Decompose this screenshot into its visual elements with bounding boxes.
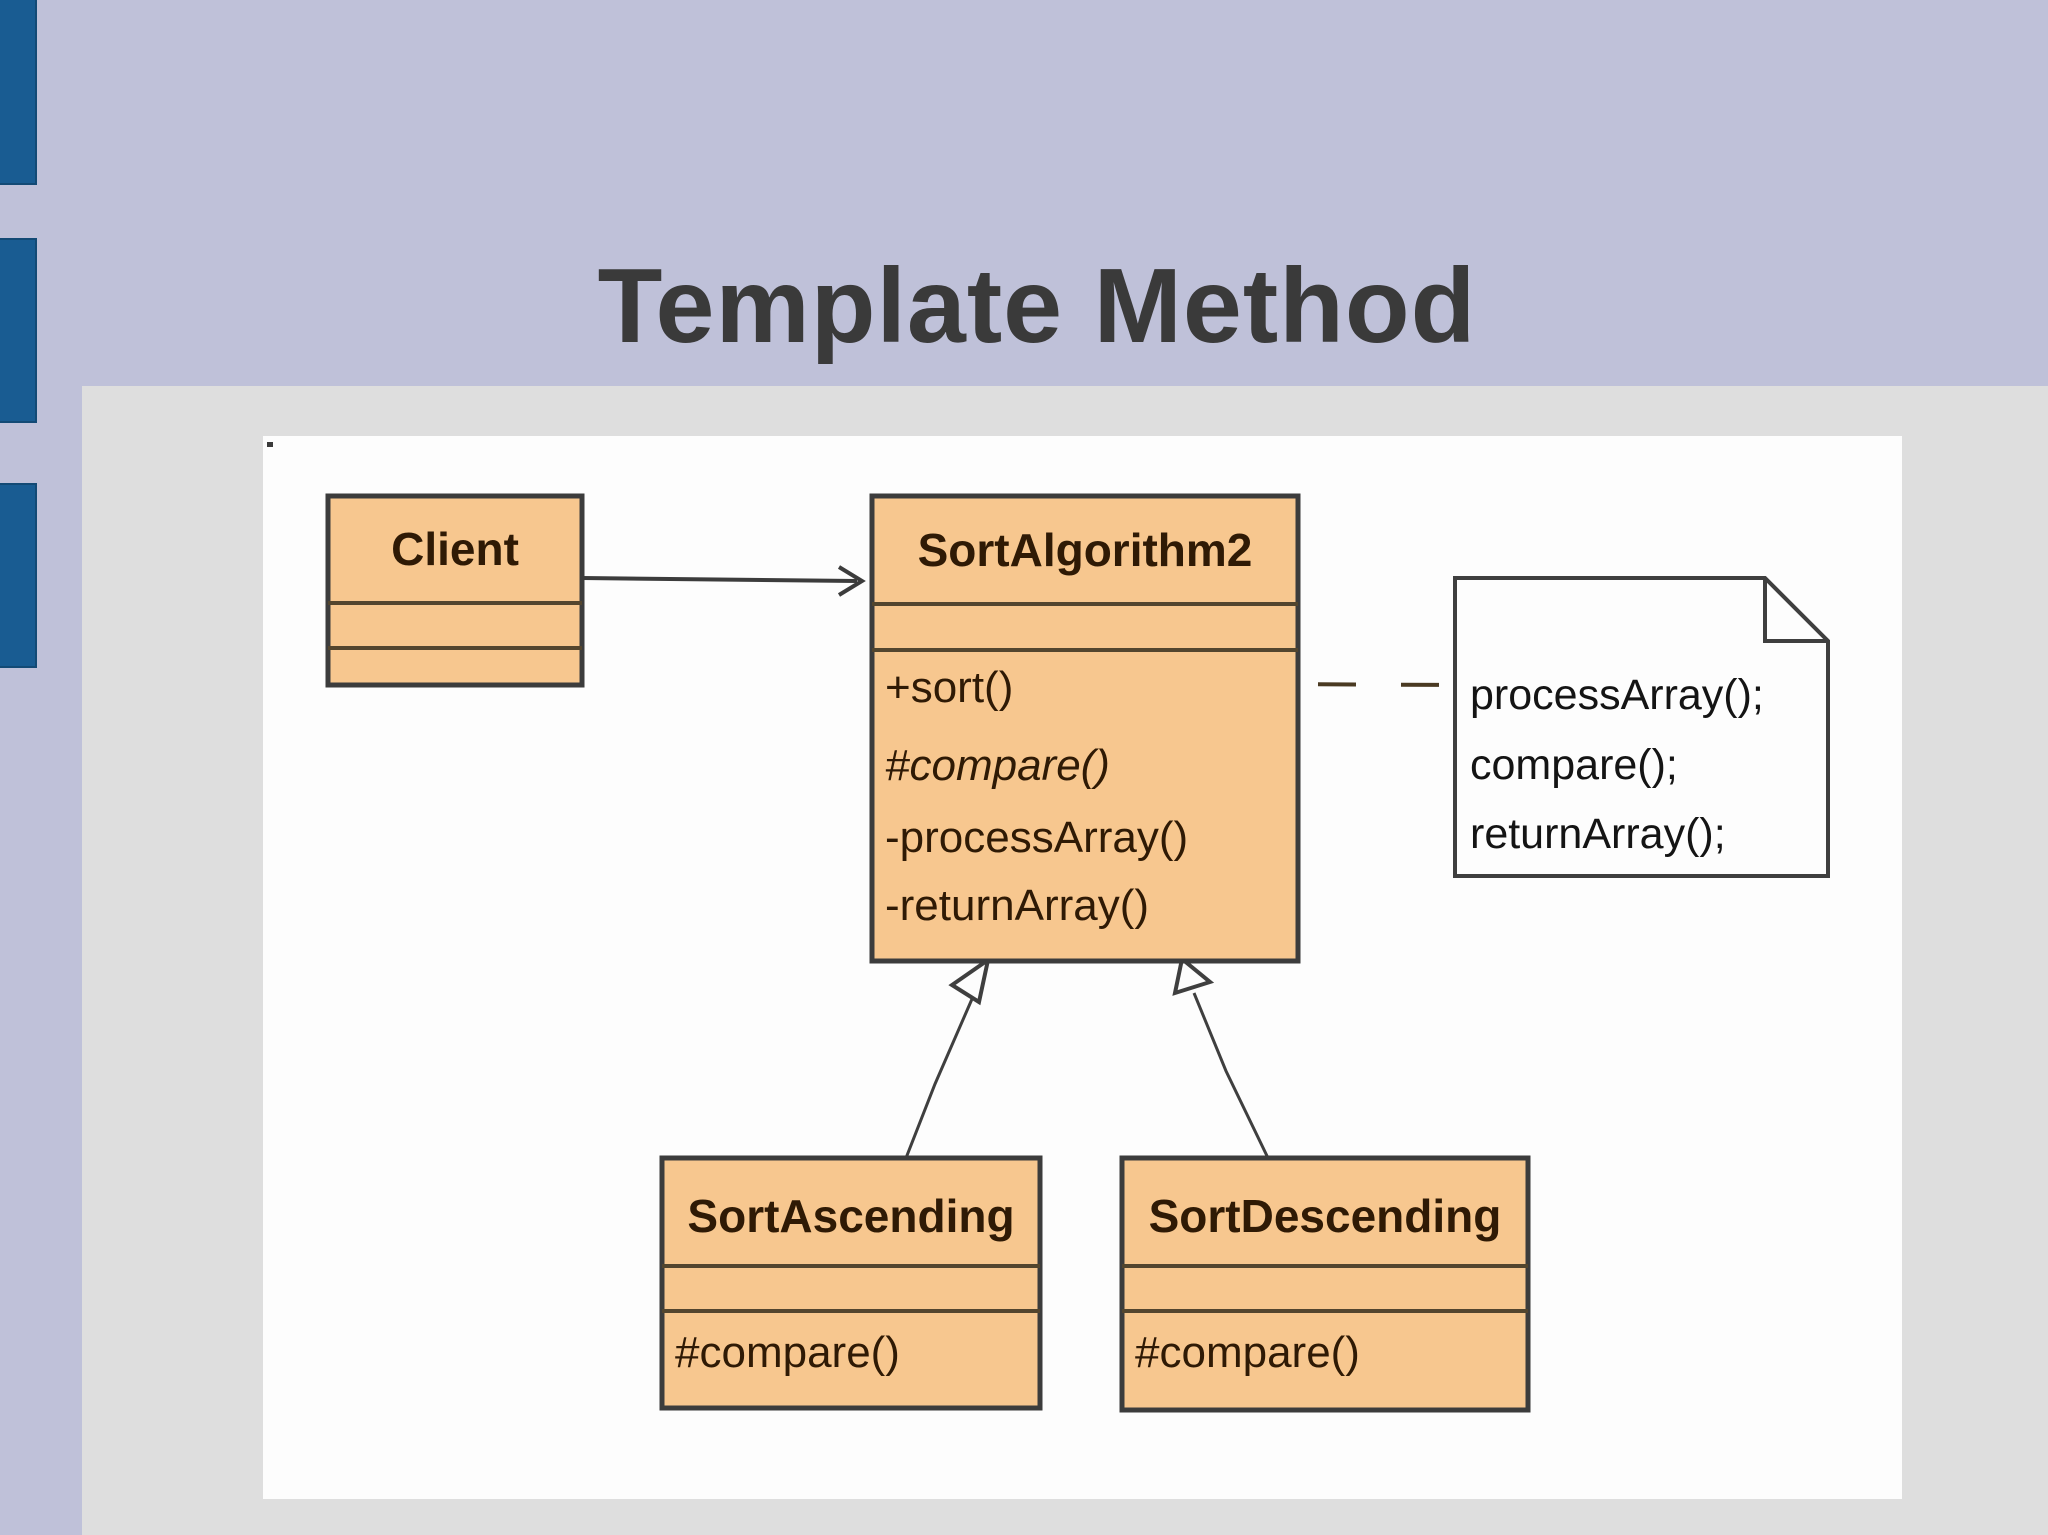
class-method: -returnArray() bbox=[885, 881, 1149, 930]
class-sortdescending: SortDescending #compare() bbox=[1119, 1155, 1531, 1413]
open-arrowhead-icon bbox=[837, 565, 866, 597]
generalization-arrow-right bbox=[1172, 955, 1270, 1159]
class-method: +sort() bbox=[885, 663, 1013, 712]
hollow-triangle-icon bbox=[948, 955, 992, 1006]
class-method: #compare() bbox=[1135, 1328, 1360, 1377]
class-sortascending: SortAscending #compare() bbox=[659, 1155, 1043, 1411]
generalization-arrow-left bbox=[904, 955, 992, 1159]
sidebar-square bbox=[0, 0, 37, 185]
note-line: processArray(); bbox=[1470, 671, 1764, 719]
sidebar-square bbox=[0, 238, 37, 423]
note-line: compare(); bbox=[1470, 741, 1678, 789]
diagram-panel: Client SortAlgorithm2 +sort() #compare()… bbox=[263, 436, 1902, 1499]
uml-note: processArray(); compare(); returnArray()… bbox=[1453, 576, 1830, 878]
note-line: returnArray(); bbox=[1470, 810, 1726, 858]
content-area: Client SortAlgorithm2 +sort() #compare()… bbox=[82, 386, 2048, 1535]
corner-artifact bbox=[267, 442, 273, 447]
class-method: #compare() bbox=[885, 741, 1110, 790]
class-sortalgorithm2: SortAlgorithm2 +sort() #compare() -proce… bbox=[869, 493, 1301, 964]
association-arrow bbox=[581, 565, 866, 597]
class-name: Client bbox=[391, 523, 519, 575]
class-client: Client bbox=[325, 493, 585, 688]
hollow-triangle-icon bbox=[1172, 955, 1215, 996]
class-name: SortAlgorithm2 bbox=[918, 524, 1253, 576]
note-fold-icon bbox=[1763, 578, 1828, 643]
left-sidebar bbox=[0, 0, 82, 1535]
slide-title: Template Method bbox=[597, 247, 1477, 366]
class-name: SortAscending bbox=[687, 1190, 1014, 1242]
class-method: #compare() bbox=[675, 1328, 900, 1377]
uml-diagram: Client SortAlgorithm2 +sort() #compare()… bbox=[325, 493, 1830, 1413]
class-method: -processArray() bbox=[885, 813, 1188, 862]
sidebar-square bbox=[0, 483, 37, 668]
class-name: SortDescending bbox=[1149, 1190, 1502, 1242]
